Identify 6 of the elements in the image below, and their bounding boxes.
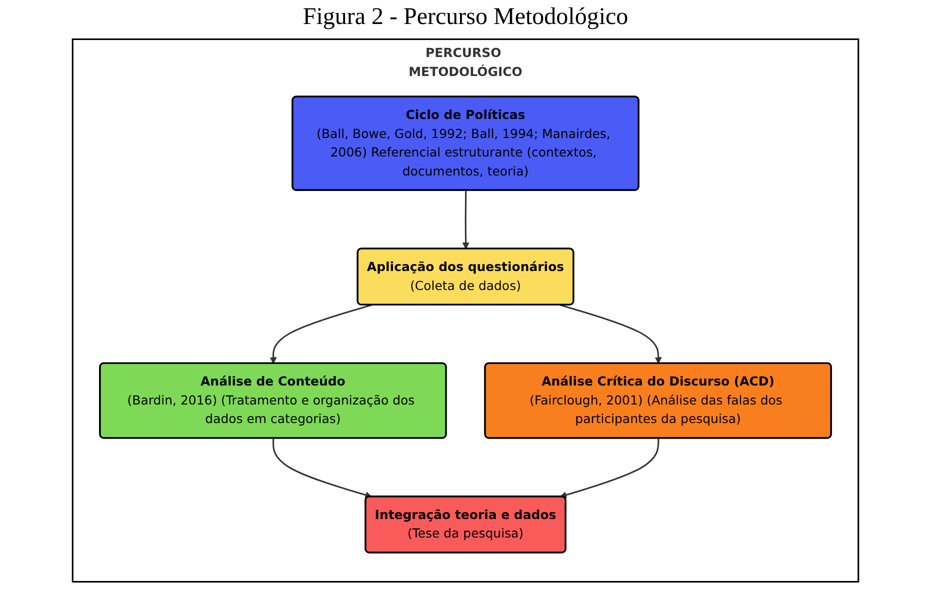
figure-title: Figura 2 - Percurso Metodológico — [302, 4, 630, 31]
arrow — [560, 438, 660, 498]
arrow — [560, 304, 662, 364]
arrow — [272, 438, 372, 498]
arrow — [462, 190, 470, 250]
arrow — [270, 304, 372, 364]
